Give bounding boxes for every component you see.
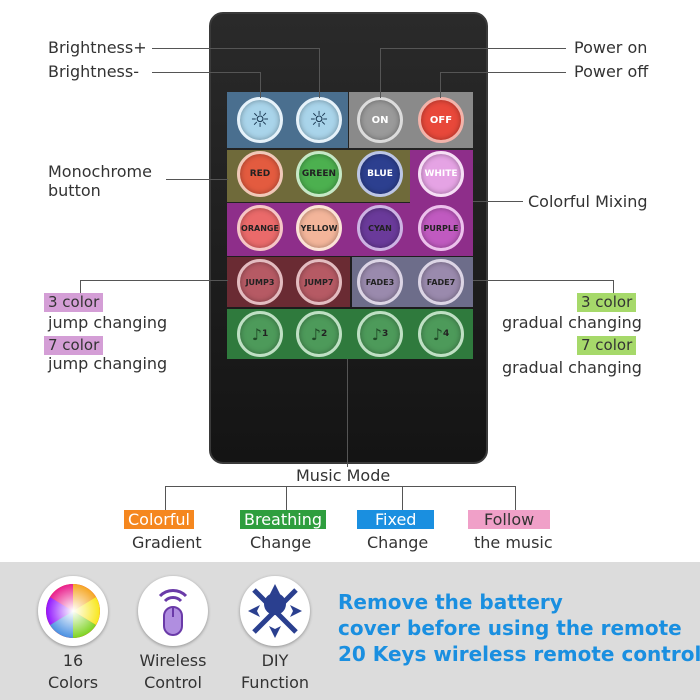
note-line-3: 20 Keys wireless remote control	[338, 642, 700, 666]
green-button[interactable]: GREEN	[296, 151, 342, 197]
brightness-down-label: Brightness-	[48, 62, 139, 81]
feature-diy-line1: DIY	[261, 651, 289, 670]
jump7-tag: 7 color	[44, 336, 104, 355]
note-line-2: cover before using the remote	[338, 616, 682, 640]
fade3-button[interactable]: FADE3	[357, 259, 403, 305]
brightness-down-line	[152, 72, 260, 73]
music3-button[interactable]: ♪3	[357, 311, 403, 357]
feature-diy-line2: Function	[240, 673, 310, 692]
brightness-up-label: Brightness+	[48, 38, 147, 57]
purple-button[interactable]: PURPLE	[418, 205, 464, 251]
music2-button[interactable]: ♪2	[296, 311, 342, 357]
on-button[interactable]: ON	[357, 97, 403, 143]
jump3-button[interactable]: JUMP3	[237, 259, 283, 305]
power-on-label: Power on	[574, 38, 648, 57]
monochrome-label: Monochrome	[48, 162, 152, 181]
music-note-icon: ♪	[371, 324, 382, 344]
power-on-line	[380, 48, 566, 49]
jump-line	[80, 280, 228, 281]
power-on-line-v	[380, 48, 381, 98]
jump3-sub: jump changing	[48, 313, 168, 332]
orange-button[interactable]: ORANGE	[237, 205, 283, 251]
off-button[interactable]: OFF	[418, 97, 464, 143]
music-tree-h	[165, 486, 515, 487]
features-band	[0, 562, 700, 700]
blue-button[interactable]: BLUE	[357, 151, 403, 197]
fade3-sub: gradual changing	[502, 313, 642, 332]
feature-colors-line1: 16	[62, 651, 84, 670]
mono-line	[166, 179, 228, 180]
mode-fixed-sub: Change	[367, 533, 429, 552]
fade7-tag: 7 color	[577, 336, 637, 355]
power-off-line	[440, 72, 566, 73]
fade7-sub: gradual changing	[502, 358, 642, 377]
red-button[interactable]: RED	[237, 151, 283, 197]
mode-colorful-sub: Gradient	[132, 533, 202, 552]
power-off-label: Power off	[574, 62, 649, 81]
brightness-up-line-v	[319, 48, 320, 98]
feature-colors-line2: Colors	[47, 673, 99, 692]
sun-up-icon: ☼	[250, 107, 270, 133]
note-line-1: Remove the battery	[338, 590, 563, 614]
colorful-mixing-label: Colorful Mixing	[528, 192, 648, 211]
music-note-icon: ♪	[251, 324, 262, 344]
fade3-tag: 3 color	[577, 293, 637, 312]
mode-breathing-sub: Change	[250, 533, 312, 552]
music-tree-v3	[402, 486, 403, 510]
wireless-mouse-icon	[138, 576, 208, 646]
music4-button[interactable]: ♪4	[418, 311, 464, 357]
jump7-sub: jump changing	[48, 354, 168, 373]
yellow-button[interactable]: YELLOW	[296, 205, 342, 251]
mixing-line	[473, 201, 523, 202]
white-button[interactable]: WHITE	[418, 151, 464, 197]
music-note-icon: ♪	[432, 324, 443, 344]
music1-button[interactable]: ♪1	[237, 311, 283, 357]
fade7-button[interactable]: FADE7	[418, 259, 464, 305]
mode-fixed-tag: Fixed	[357, 510, 435, 529]
mode-colorful-tag: Colorful	[124, 510, 194, 529]
jump3-tag: 3 color	[44, 293, 104, 312]
fade-line-v	[613, 280, 614, 294]
color-wheel-icon	[38, 576, 108, 646]
power-off-line-v	[440, 72, 441, 98]
feature-wireless-line2: Control	[144, 673, 202, 692]
music-tree-v2	[286, 486, 287, 510]
brightness-down-button[interactable]: ☼	[296, 97, 342, 143]
music-mode-label: Music Mode	[296, 466, 391, 485]
jump7-button[interactable]: JUMP7	[296, 259, 342, 305]
jump-line-v	[80, 280, 81, 294]
music-tree-v4	[515, 486, 516, 510]
music-mode-line-v	[347, 359, 348, 467]
fade-line	[473, 280, 613, 281]
music-tree-v1	[165, 486, 166, 510]
mode-follow-sub: the music	[474, 533, 553, 552]
diy-icon	[240, 576, 310, 646]
music-note-icon: ♪	[310, 324, 321, 344]
mode-breathing-tag: Breathing	[240, 510, 327, 529]
mode-follow-tag: Follow	[468, 510, 551, 529]
brightness-down-line-v	[260, 72, 261, 98]
monochrome-label-2: button	[48, 181, 101, 200]
brightness-up-button[interactable]: ☼	[237, 97, 283, 143]
cyan-button[interactable]: CYAN	[357, 205, 403, 251]
brightness-up-line	[152, 48, 319, 49]
feature-wireless-line1: Wireless	[139, 651, 207, 670]
sun-down-icon: ☼	[309, 107, 329, 133]
